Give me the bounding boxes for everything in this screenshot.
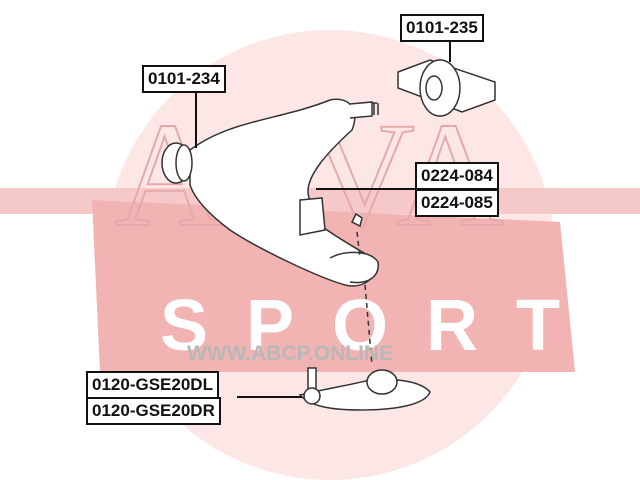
part-label-0224-084[interactable]: 0224-084 (415, 162, 499, 190)
bushing-0101-235-drawing (397, 59, 496, 117)
ball-joint-drawing (298, 367, 431, 411)
watermark-brand-bottom: SPORT (160, 286, 598, 366)
control-arm-drawing (161, 98, 379, 366)
watermark-panel (92, 200, 575, 372)
part-label-0224-085[interactable]: 0224-085 (415, 189, 499, 217)
part-label-0101-234[interactable]: 0101-234 (142, 65, 226, 93)
watermark-url: WWW.ABCP.ONLINE (187, 342, 394, 365)
part-label-0101-235[interactable]: 0101-235 (400, 14, 484, 42)
part-label-0120-gse20dl[interactable]: 0120-GSE20DL (86, 371, 219, 399)
part-label-0120-gse20dr[interactable]: 0120-GSE20DR (86, 397, 221, 425)
